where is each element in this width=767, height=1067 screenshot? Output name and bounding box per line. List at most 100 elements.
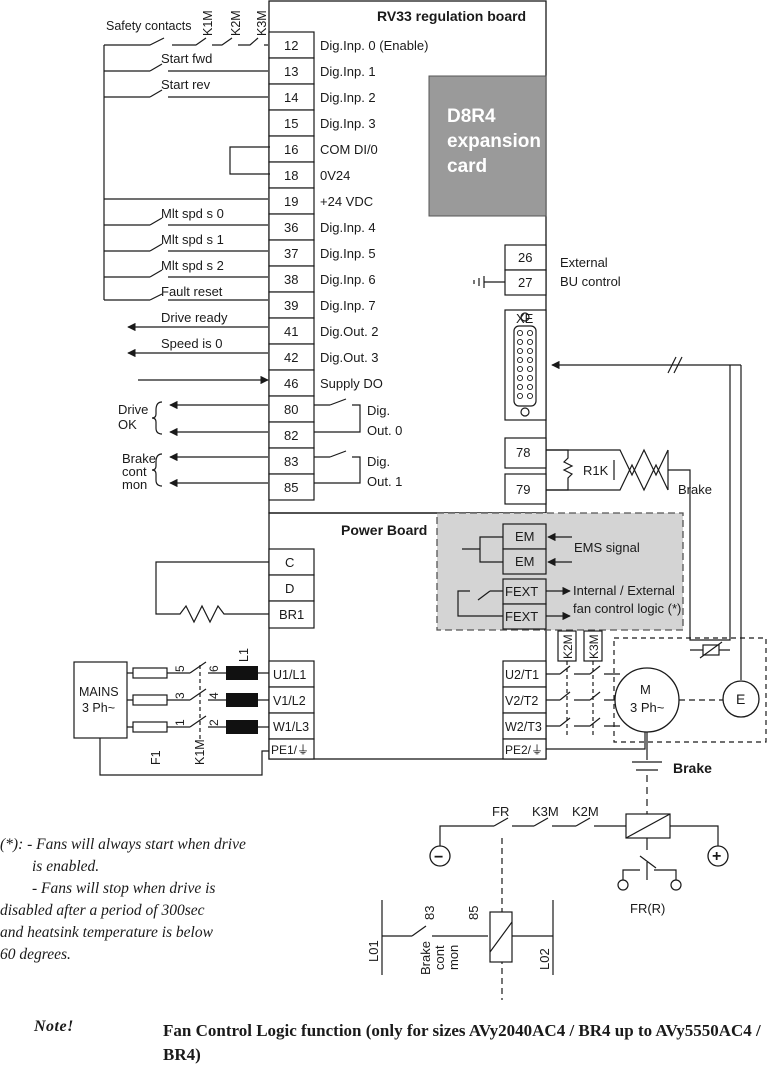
bu-terminals	[473, 244, 547, 296]
brake-cont-mon-label-2: cont	[122, 464, 147, 479]
terminal-num-36: 36	[284, 220, 298, 235]
footnote-line-1: - Fans will always start when drive	[27, 836, 246, 853]
motor-k3m-label: K3M	[587, 634, 601, 659]
terminal-box-16	[268, 135, 315, 163]
xe-pin-12	[526, 374, 534, 382]
terminal-label-16: COM DI/0	[320, 142, 378, 157]
xe-pin-16	[526, 392, 534, 400]
xe-pin-10	[526, 365, 534, 373]
r1k-terminal-78: 78	[516, 445, 530, 460]
terminal-box-13	[268, 57, 315, 85]
mlt-spd-0-label: Mlt spd s 0	[161, 206, 224, 221]
safety-contacts-label: Safety contacts	[106, 19, 191, 33]
fr-label: FR	[492, 804, 509, 819]
mlt-spd-1-label: Mlt spd s 1	[161, 232, 224, 247]
fan-logic-label-1: Internal / External	[573, 583, 675, 598]
mains-label-1: MAINS	[79, 685, 119, 699]
terminal-label-14: Dig.Inp. 2	[320, 90, 376, 105]
terminal-box-41	[268, 317, 315, 345]
input-wiring	[103, 37, 268, 301]
footnote-line-5: and heatsink temperature is below	[0, 924, 213, 941]
brake-cont-mon-label-3: mon	[122, 477, 147, 492]
footnote-line-4: disabled after a period of 300sec	[0, 902, 205, 919]
minus-sign: −	[434, 849, 443, 866]
encoder-cable	[551, 356, 742, 680]
footnote-star: (*):	[0, 836, 24, 853]
terminal-num-15: 15	[284, 116, 298, 131]
terminal-label-12: Dig.Inp. 0 (Enable)	[320, 38, 428, 53]
t85-label: 85	[466, 906, 481, 920]
terminal-box-39	[268, 291, 315, 319]
em-fext-wiring	[457, 532, 572, 621]
terminal-num-37: 37	[284, 246, 298, 261]
drive-ok-label-1: Drive	[118, 402, 148, 417]
terminal-num-85: 85	[284, 480, 298, 495]
terminal-num-42: 42	[284, 350, 298, 365]
fuse-num-3: 3	[173, 692, 187, 699]
motor-brake-label: Brake	[673, 760, 712, 776]
bu-terminal-26: 26	[518, 250, 532, 265]
input-terminal-w1: W1/L3	[273, 720, 309, 734]
terminal-label-18: 0V24	[320, 168, 350, 183]
terminal-box-37	[268, 239, 315, 267]
input-terminal-pe1: PE1/⏚	[271, 743, 309, 757]
xe-pin-7	[516, 356, 524, 364]
fext-terminal-2: FEXT	[505, 609, 538, 624]
xe-pin-5	[516, 347, 524, 355]
brake-resistor-terminals	[155, 548, 315, 629]
terminal-label-15: Dig.Inp. 3	[320, 116, 376, 131]
xe-pin-14	[526, 383, 534, 391]
k1m-label: K1M	[201, 10, 215, 36]
fault-reset-label: Fault reset	[161, 284, 223, 299]
terminal-c: C	[285, 555, 294, 570]
footnote-line-6: 60 degrees.	[0, 946, 71, 963]
bu-label-1: External	[560, 255, 608, 270]
terminal-label-42: Dig.Out. 3	[320, 350, 379, 365]
dig-out1-label-2: Out. 1	[367, 474, 402, 489]
terminal-box-85	[268, 473, 315, 501]
dig-out0-label-1: Dig.	[367, 403, 390, 418]
output-terminal-w2: W2/T3	[505, 720, 542, 734]
k-num-6: 6	[207, 665, 221, 672]
relay-contacts	[314, 398, 361, 484]
drive-ready-label: Drive ready	[161, 310, 228, 325]
xe-pin-13	[516, 383, 524, 391]
output-terminals	[502, 660, 547, 760]
terminal-box-83	[268, 447, 315, 475]
brake-cm-label-1: Brake	[418, 941, 433, 975]
terminal-num-19: 19	[284, 194, 298, 209]
start-fwd-label: Start fwd	[161, 51, 212, 66]
motor-label-2: 3 Ph~	[630, 700, 665, 715]
line-chokes	[226, 666, 258, 734]
terminal-label-38: Dig.Inp. 6	[320, 272, 376, 287]
r1k-wiring	[546, 365, 731, 641]
terminal-box-36	[268, 213, 315, 241]
motor-k2m-label: K2M	[561, 634, 575, 659]
bu-terminal-27: 27	[518, 275, 532, 290]
brake-cont-mon-label-1: Brake	[122, 451, 156, 466]
terminal-num-39: 39	[284, 298, 298, 313]
k3m-label: K3M	[255, 10, 269, 36]
terminal-label-13: Dig.Inp. 1	[320, 64, 376, 79]
brake-cm-label-2: cont	[432, 945, 447, 970]
output-terminal-u2: U2/T1	[505, 668, 539, 682]
xe-pins	[516, 329, 534, 400]
com-jumper	[229, 146, 270, 175]
terminal-label-19: +24 VDC	[320, 194, 373, 209]
terminal-num-18: 18	[284, 168, 298, 183]
brake-control-circuit	[381, 813, 719, 1000]
motor-label-1: M	[640, 682, 651, 697]
r1k-terminals	[504, 437, 547, 505]
input-terminals	[268, 660, 315, 760]
t83-label: 83	[422, 906, 437, 920]
r1k-terminal-79: 79	[516, 482, 530, 497]
motor-contactor-boxes	[557, 630, 603, 662]
dig-out1-label-1: Dig.	[367, 454, 390, 469]
r1k-label: R1K	[583, 463, 609, 478]
input-terminal-u1: U1/L1	[273, 668, 306, 682]
r1k-brake-label: Brake	[678, 482, 712, 497]
terminal-num-12: 12	[284, 38, 298, 53]
terminal-num-38: 38	[284, 272, 298, 287]
terminal-box-15	[268, 109, 315, 137]
